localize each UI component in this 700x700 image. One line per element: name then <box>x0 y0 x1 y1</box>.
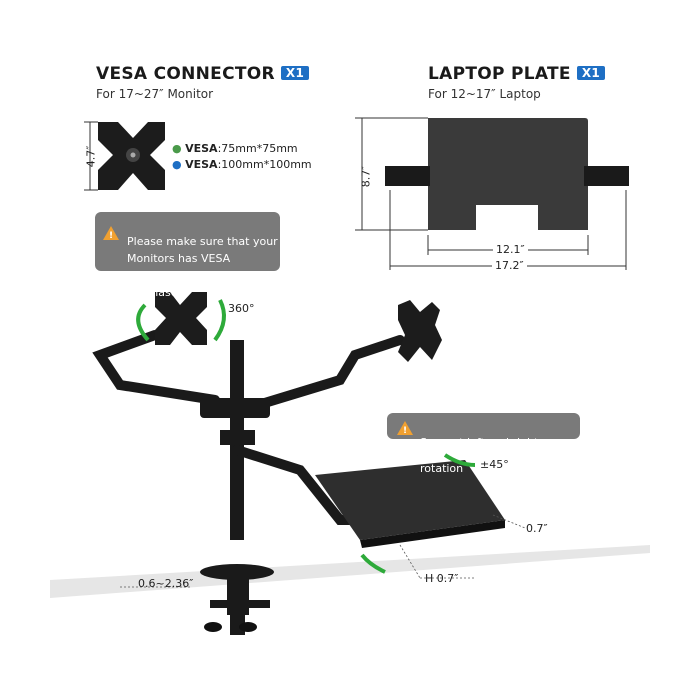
laptop-subtitle: For 12~17″ Laptop <box>428 87 541 101</box>
lip-depth-label: 0.7″ <box>526 522 548 535</box>
clamp <box>210 600 270 635</box>
laptop-tray <box>315 460 505 540</box>
vesa-dimension <box>84 121 98 191</box>
vesa-notice: ! Please make sure that your Monitors ha… <box>95 212 280 299</box>
laptop-inner-width: 12.1″ <box>493 243 528 256</box>
blue-dot-icon: ● <box>172 158 182 171</box>
detail-leaders <box>120 514 526 588</box>
green-dot-icon: ● <box>172 142 182 155</box>
monitor-plate-right <box>398 300 442 362</box>
laptop-height-label: 8.7″ <box>359 165 373 188</box>
vesa-subtitle: For 17~27″ Monitor <box>96 87 214 101</box>
laptop-plate <box>385 118 629 230</box>
rotation-label: 360° <box>228 302 255 315</box>
arm-hub <box>200 398 270 418</box>
monitor-plate-left <box>155 292 207 345</box>
lip-height-label: H 0.7″ <box>425 572 459 585</box>
rotation-arrows <box>136 299 476 574</box>
warning-icon: ! <box>397 421 413 436</box>
laptop-outer-width: 17.2″ <box>492 259 527 272</box>
desk <box>50 545 650 598</box>
rotation-notice: ! Support left and right rotation <box>387 413 580 475</box>
warning-icon: ! <box>103 226 119 241</box>
laptop-quantity-badge: X1 <box>576 66 606 80</box>
clamp-base <box>200 564 274 580</box>
vesa-quantity-badge: X1 <box>280 66 310 80</box>
clamp-range-label: 0.6~2.36″ <box>138 577 194 590</box>
vesa-spec-100: ● VESA:100mm*100mm <box>172 158 312 171</box>
vesa-spec-75: ● VESA:75mm*75mm <box>172 142 298 155</box>
tilt-label: ±45° <box>480 458 509 471</box>
vesa-plate <box>98 122 165 190</box>
vesa-height-label: 4.7″ <box>84 145 98 168</box>
